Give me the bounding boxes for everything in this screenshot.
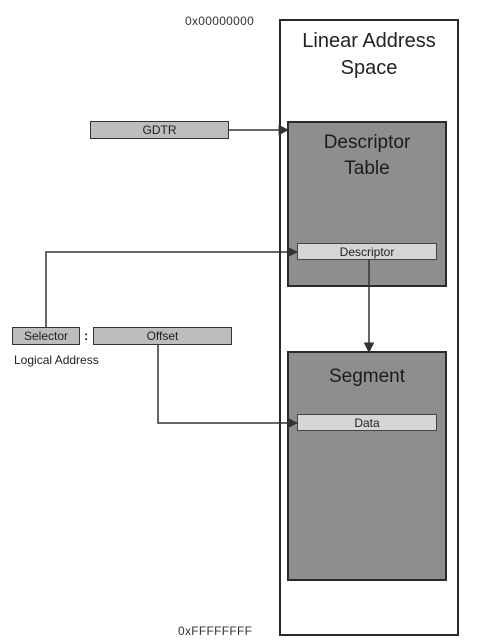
- linear-address-space-title-line2: Space: [340, 57, 398, 79]
- linear-address-space-title-line1: Linear Address: [302, 30, 436, 52]
- selector-field: Selector: [12, 327, 80, 345]
- descriptor-table-title: Descriptor Table: [288, 130, 446, 182]
- bottom-address-label: 0xFFFFFFFF: [178, 624, 253, 638]
- data-entry: Data: [297, 414, 437, 431]
- descriptor-entry: Descriptor: [297, 243, 437, 260]
- logical-address-caption: Logical Address: [14, 353, 99, 367]
- offset-arrow: [157, 345, 299, 429]
- descriptor-table-title-line1: Descriptor: [323, 132, 411, 153]
- selector-arrow: [45, 246, 299, 327]
- selector-offset-separator: :: [84, 328, 89, 343]
- descriptor-table-title-line2: Table: [344, 158, 390, 179]
- offset-field: Offset: [93, 327, 232, 345]
- linear-address-space-title: Linear Address Space: [280, 28, 458, 82]
- segment-title: Segment: [328, 366, 406, 387]
- top-address-label: 0x00000000: [185, 14, 255, 28]
- gdtr-register: GDTR: [90, 121, 229, 139]
